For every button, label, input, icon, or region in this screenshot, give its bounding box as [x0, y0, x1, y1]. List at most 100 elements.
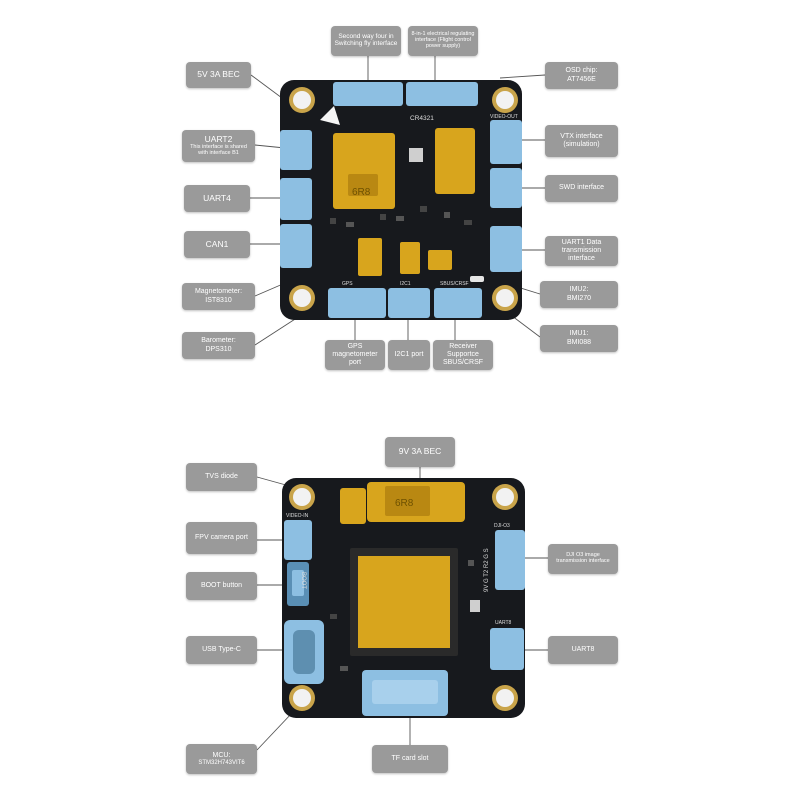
i2c1-connector: [388, 288, 430, 318]
label-tf-card: TF card slot: [372, 745, 448, 773]
label-osd: OSD chip: AT7456E: [545, 62, 618, 89]
label-uart4: UART4: [184, 185, 250, 212]
small-chip: [409, 148, 423, 162]
label-vtx: VTX interface (simulation): [545, 125, 618, 157]
label-dji: DJI O3 image transmission interface: [548, 544, 618, 574]
bottom-inductor-text: 6R8: [395, 498, 414, 509]
regulator-kapton-2: [400, 242, 420, 274]
fpv-camera-connector: [284, 520, 312, 560]
bottom-uart8-text: UART8: [495, 620, 512, 626]
label-uart2-note: This interface is shared with interface …: [190, 144, 247, 156]
mcu-kapton: [358, 556, 450, 648]
esc-connector: [406, 82, 478, 106]
label-i2c1: I2C1 port: [388, 340, 430, 370]
label-uart1-text: UART1 Data transmission interface: [561, 238, 602, 263]
vtx-connector: [490, 120, 522, 164]
top-sbus-text: SBUS/CRSF: [440, 281, 469, 287]
can1-connector: [280, 224, 312, 268]
bottom-pins-text: 9V G T2 R2 G S: [484, 548, 490, 592]
label-5v-bec: 5V 3A BEC: [186, 62, 251, 88]
top-model-text: CR4321: [410, 115, 434, 122]
label-second-way-text: Second way four in Switching fly interfa…: [334, 33, 398, 47]
label-barometer-title: Barometer:: [201, 337, 236, 345]
label-uart2-text: UART2: [204, 134, 233, 145]
bottom-mount-holes: [289, 484, 518, 711]
label-barometer-chip: DPS310: [205, 345, 232, 353]
label-swd: SWD interface: [545, 175, 618, 202]
bottom-dji-o3-text: DJI-O3: [494, 523, 510, 529]
label-usb: USB Type-C: [186, 636, 257, 664]
tvs-diode: [340, 488, 366, 524]
bottom-video-in-text: VIDEO-IN: [286, 513, 309, 519]
label-swd-text: SWD interface: [558, 184, 605, 192]
label-dji-text: DJI O3 image transmission interface: [556, 552, 610, 564]
label-can1: CAN1: [184, 231, 250, 258]
label-5v-bec-text: 5V 3A BEC: [197, 69, 240, 80]
top-video-out-text: VIDEO-OUT: [490, 114, 518, 120]
label-usb-text: USB Type-C: [202, 645, 241, 653]
label-i2c1-text: I2C1 port: [394, 350, 424, 358]
label-boot: BOOT button: [186, 572, 257, 600]
label-barometer: Barometer: DPS310: [182, 332, 255, 359]
label-imu1-title: IMU1:: [569, 330, 589, 338]
label-fpv-camera: FPV camera port: [186, 522, 257, 554]
regulator-kapton-1: [358, 238, 382, 276]
label-electrical-text: 8-in-1 electrical regulating interface (…: [411, 31, 475, 49]
bottom-boot-text: BOOT: [300, 572, 306, 589]
top-i2c1-text: I2C1: [400, 281, 411, 287]
label-second-way: Second way four in Switching fly interfa…: [331, 26, 401, 56]
label-electrical: 8-in-1 electrical regulating interface (…: [408, 26, 478, 56]
label-imu1-chip: BMI088: [566, 338, 592, 346]
label-boot-text: BOOT button: [200, 581, 243, 589]
label-magnetometer: Magnetometer: IST8310: [182, 283, 255, 310]
label-uart8-text: UART8: [571, 645, 595, 653]
label-imu1: IMU1: BMI088: [540, 325, 618, 352]
label-gps: GPS magnetometer port: [325, 340, 385, 370]
label-magnetometer-chip: IST8310: [205, 296, 232, 304]
osd-kapton: [435, 128, 475, 194]
label-9v-bec-text: 9V 3A BEC: [398, 446, 442, 457]
uart1-connector: [490, 226, 522, 272]
label-tvs-text: TVS diode: [205, 472, 238, 480]
label-uart4-text: UART4: [203, 192, 231, 203]
label-uart1: UART1 Data transmission interface: [545, 236, 618, 266]
top-mount-holes: [289, 87, 518, 311]
gps-connector: [328, 288, 386, 318]
top-inductor: [348, 174, 378, 196]
label-imu2: IMU2: BMI270: [540, 281, 618, 308]
label-receiver-text: Receiver Supportce SBUS/CRSF: [442, 342, 484, 367]
uart2-connector: [280, 130, 312, 170]
top-board: [280, 80, 522, 320]
label-vtx-text: VTX interface (simulation): [560, 132, 603, 148]
label-osd-title: OSD chip:: [565, 67, 598, 75]
label-receiver: Receiver Supportce SBUS/CRSF: [433, 340, 493, 370]
label-can1-text: CAN1: [205, 238, 229, 249]
label-imu2-title: IMU2:: [569, 286, 589, 294]
label-uart2: UART2 This interface is shared with inte…: [182, 130, 255, 162]
top-gps-text: GPS: [342, 281, 353, 287]
regulator-kapton-3: [428, 250, 452, 270]
label-mcu: MCU: STM32H743VIT6: [186, 744, 257, 774]
label-imu2-chip: BMI270: [566, 294, 592, 302]
second-way-connector: [333, 82, 403, 106]
label-uart8: UART8: [548, 636, 618, 664]
sbus-connector: [434, 288, 482, 318]
bottom-board: [282, 478, 525, 718]
label-osd-chip: AT7456E: [567, 75, 596, 83]
label-tvs: TVS diode: [186, 463, 257, 491]
label-magnetometer-title: Magnetometer:: [194, 288, 243, 296]
label-tf-card-text: TF card slot: [391, 754, 429, 762]
swd-connector: [490, 168, 522, 208]
label-9v-bec: 9V 3A BEC: [385, 437, 455, 467]
label-mcu-title: MCU:: [212, 751, 231, 759]
direction-arrow: [320, 106, 340, 125]
label-gps-text: GPS magnetometer port: [332, 342, 378, 367]
uart4-connector: [280, 178, 312, 220]
uart8-connector: [490, 628, 524, 670]
label-fpv-camera-text: FPV camera port: [195, 533, 248, 541]
dji-o3-connector: [495, 530, 525, 590]
label-mcu-chip: STM32H743VIT6: [198, 759, 245, 766]
top-inductor-text: 6R8: [352, 187, 371, 198]
